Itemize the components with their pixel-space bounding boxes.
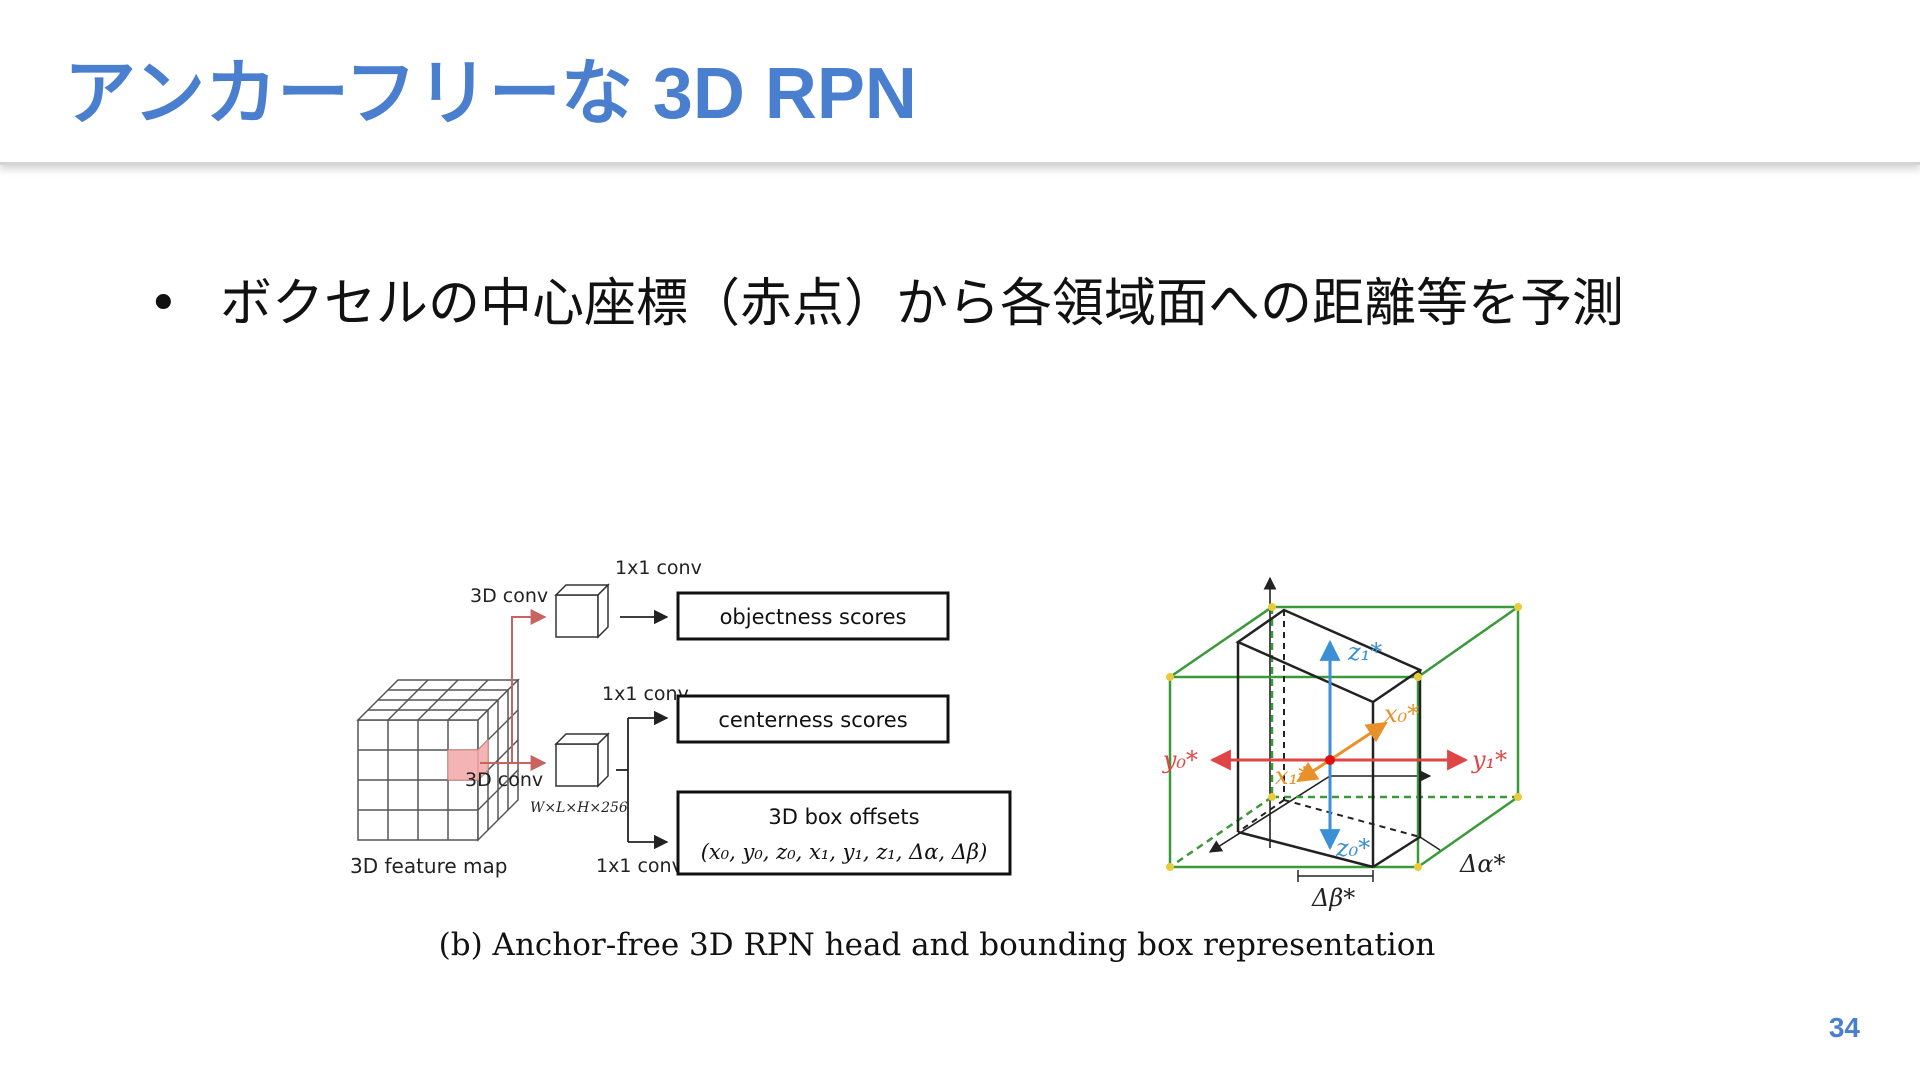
label-z1: z₁* [1347,638,1382,666]
bullet-item: • ボクセルの中心座標（赤点）から各領域面への距離等を予測 [148,268,1624,340]
label-y0: y₀* [1162,746,1198,774]
label-3d-conv-bottom: 3D conv [465,769,543,791]
highlight-voxel [447,749,479,781]
box-offsets-box [676,790,1012,876]
label-x1: x₁* [1275,762,1310,790]
label-y1: y₁* [1471,746,1507,774]
feature-map-cube [356,678,520,842]
label-1x1-conv-b: 1x1 conv [602,683,689,705]
small-cube-top [554,583,610,639]
small-cube-bottom [554,732,610,788]
label-feature-map: 3D feature map [350,854,507,878]
label-delta-alpha: Δα* [1459,850,1506,878]
label-1x1-conv-a: 1x1 conv [615,560,702,579]
rpn-diagram: 3D conv 3D conv 3D feature map W×L×H×256… [350,557,1522,963]
label-z0: z₀* [1335,834,1370,862]
slide-number: 34 [1828,1012,1860,1043]
bounding-box-diagram [1165,576,1522,882]
arrow-branch-bottom [616,710,669,850]
label-x0: x₀* [1384,700,1419,728]
center-point [1325,755,1335,765]
label-3d-conv-top: 3D conv [470,585,548,607]
slide-title: アンカーフリーな 3D RPN [64,54,917,134]
conv3d-arrows [480,609,547,771]
objectness-box [676,591,950,641]
box-offsets-formula: (x₀, y₀, z₀, x₁, y₁, z₁, Δα, Δβ) [701,840,988,864]
centerness-box [676,694,950,744]
highlight-voxel-side [477,738,489,782]
bullet-dot-icon: • [148,274,179,334]
centerness-label: centerness scores [718,708,907,732]
figure-caption: (b) Anchor-free 3D RPN head and bounding… [439,927,1436,963]
rpn-figure: 3D conv 3D conv 3D feature map W×L×H×256… [340,557,1560,984]
label-delta-beta: Δβ* [1311,884,1355,912]
bullet-text: ボクセルの中心座標（赤点）から各領域面への距離等を予測 [220,274,1625,334]
label-dims: W×L×H×256 [530,800,628,816]
header-bar: アンカーフリーな 3D RPN [0,0,1920,165]
label-1x1-conv-c: 1x1 conv [596,855,683,877]
box-offsets-label: 3D box offsets [768,805,919,829]
objectness-label: objectness scores [720,605,907,629]
